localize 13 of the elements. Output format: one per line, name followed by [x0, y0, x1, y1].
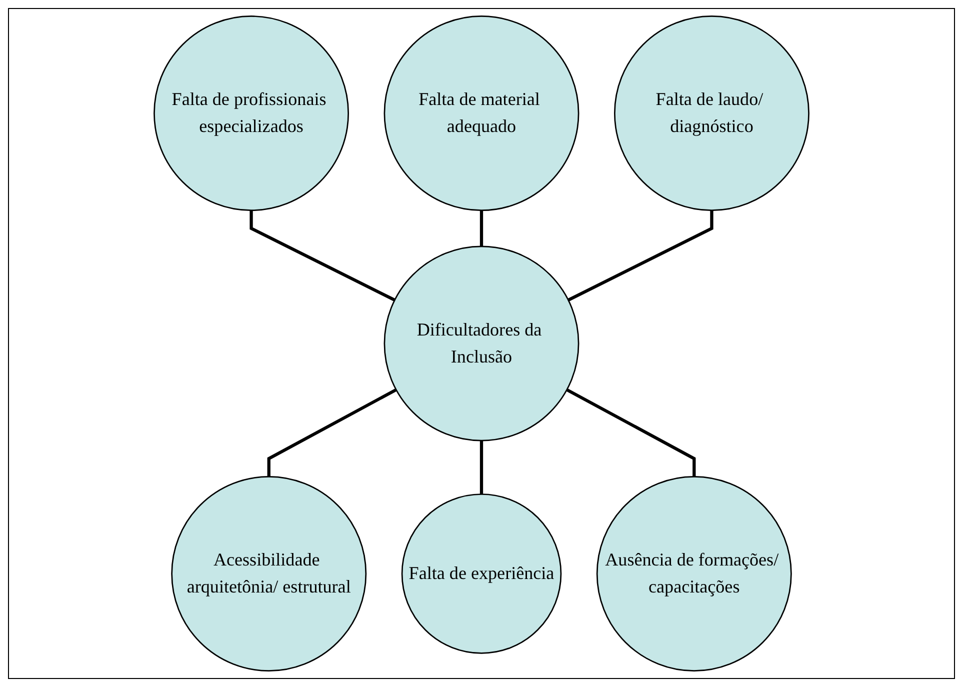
node-circle: Falta de profissionais especializados: [154, 16, 349, 211]
connector: [568, 210, 714, 302]
connector: [566, 388, 696, 477]
node-circle: Ausência de formações/ capacitações: [596, 476, 792, 672]
connector: [480, 210, 484, 246]
node-circle: Falta de laudo/ diagnóstico: [614, 16, 810, 211]
node-circle: Acessibilidade arquitetônia/ estrutural: [171, 476, 367, 672]
connector: [267, 388, 397, 477]
node-circle: Falta de experiência: [401, 494, 562, 654]
connector: [480, 440, 484, 494]
connector: [250, 210, 396, 302]
node-circle: Dificultadores da Inclusão: [384, 246, 580, 442]
node-circle: Falta de material adequado: [384, 16, 580, 211]
